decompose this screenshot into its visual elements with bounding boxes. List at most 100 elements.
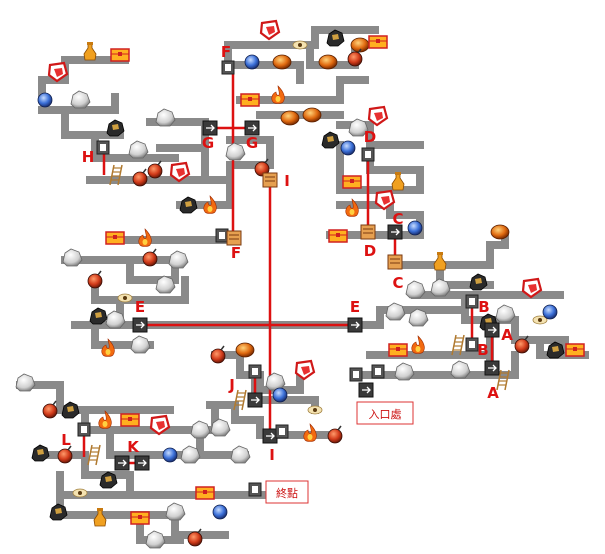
arrow-box-icon: [114, 455, 130, 471]
shield-icon: [367, 105, 389, 127]
bomb-icon: [347, 48, 363, 67]
orb-icon: [212, 504, 228, 520]
arrow-box-icon: [387, 224, 403, 240]
corridor-path: [16, 381, 174, 414]
rock-icon: [265, 372, 286, 391]
ore-icon: [179, 196, 198, 214]
rock-icon: [385, 302, 406, 321]
rock-icon: [165, 502, 186, 521]
fire-icon: [345, 198, 359, 217]
ore-icon: [99, 471, 118, 489]
corridor-path: [38, 93, 119, 114]
rock-icon: [130, 335, 151, 354]
arrow-box-icon: [347, 317, 363, 333]
rock-icon: [155, 108, 176, 127]
chest-icon: [130, 511, 150, 525]
rock-icon: [405, 280, 426, 299]
eye-icon: [307, 405, 323, 415]
eye-icon: [292, 40, 308, 50]
rock-icon: [145, 530, 166, 549]
arrow-box-icon: [484, 360, 500, 376]
portal-letter: D: [364, 242, 376, 260]
chest-icon: [565, 343, 585, 357]
bomb-icon: [327, 425, 343, 444]
bomb-icon: [210, 345, 226, 364]
shield-icon: [149, 414, 171, 436]
portal-letter: E: [135, 298, 145, 316]
lock-box-icon: [248, 482, 262, 497]
arrow-box-icon: [132, 317, 148, 333]
bomb-icon: [514, 335, 530, 354]
ladder-icon: [451, 334, 465, 356]
ladder-icon: [87, 444, 101, 466]
portal-letter: C: [392, 274, 403, 292]
bomb-icon: [147, 160, 163, 179]
portal-letter: B: [477, 341, 488, 359]
rock-icon: [225, 142, 246, 161]
ore-icon: [61, 401, 80, 419]
fire-icon: [203, 195, 217, 214]
corridor-path: [56, 471, 266, 499]
portal-letter: B: [478, 298, 489, 316]
chest-icon: [105, 231, 125, 245]
rock-icon: [408, 308, 429, 327]
corridor-path: [356, 316, 494, 379]
ore-icon: [321, 131, 340, 149]
rock-icon: [168, 250, 189, 269]
portal-letter: A: [501, 326, 513, 344]
ladder-icon: [109, 164, 123, 186]
potion-icon: [83, 42, 97, 61]
portal-letter: G: [202, 134, 214, 152]
arrow-box-icon: [202, 120, 218, 136]
corridor-path: [106, 426, 249, 459]
portal-letter: I: [269, 446, 275, 464]
bomb-icon: [142, 248, 158, 267]
rock-icon: [62, 248, 83, 267]
corridor-path: [236, 76, 369, 104]
entrance-label: 入口處: [369, 407, 402, 421]
portal-letter: K: [127, 438, 140, 456]
corridor-path: [461, 291, 569, 359]
portal-letter: A: [487, 384, 499, 402]
lock-box-icon: [361, 147, 375, 162]
lock-box-icon: [275, 424, 289, 439]
chest-icon: [342, 175, 362, 189]
rock-icon: [230, 445, 251, 464]
arrow-box-icon: [244, 120, 260, 136]
portal-letter: I: [284, 172, 290, 190]
ingot-icon: [235, 342, 255, 358]
rock-icon: [70, 90, 91, 109]
lock-box-icon: [215, 228, 229, 243]
lock-box-icon: [248, 364, 262, 379]
fire-icon: [411, 335, 425, 354]
rock-icon: [15, 373, 36, 392]
orb-icon: [37, 92, 53, 108]
rock-icon: [430, 278, 451, 297]
scroll-icon: [360, 224, 376, 240]
eye-icon: [72, 488, 88, 498]
ore-icon: [326, 29, 345, 47]
corridor-path: [351, 306, 384, 329]
goal-label: 終點: [276, 486, 298, 500]
portal-letter: F: [231, 244, 241, 262]
ore-icon: [89, 307, 108, 325]
portal-letter: F: [221, 43, 231, 61]
ladder-icon: [496, 369, 510, 391]
ingot-icon: [272, 54, 292, 70]
chest-icon: [368, 35, 388, 49]
ingot-icon: [318, 54, 338, 70]
rock-icon: [394, 362, 415, 381]
orb-icon: [340, 140, 356, 156]
ore-icon: [469, 273, 488, 291]
ingot-icon: [280, 110, 300, 126]
corridor-path: [91, 276, 189, 304]
ingot-icon: [302, 107, 322, 123]
lock-box-icon: [349, 367, 363, 382]
orb-icon: [244, 54, 260, 70]
lock-box-icon: [221, 60, 235, 75]
fire-icon: [271, 85, 285, 104]
goal-label-box: 終點: [265, 480, 309, 504]
portal-letter: D: [364, 128, 376, 146]
